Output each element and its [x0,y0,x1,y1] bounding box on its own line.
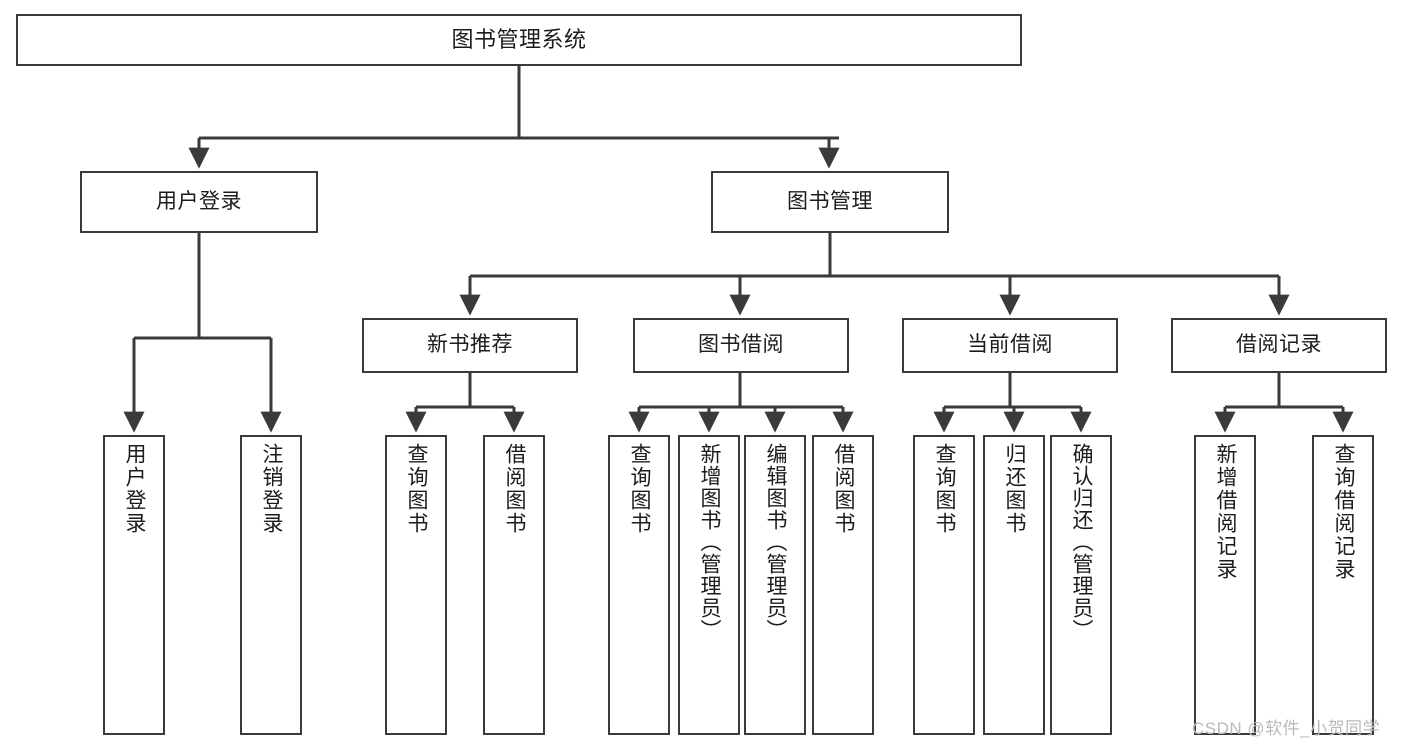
node-leaf-query-book-nb-label: 查询图书 [405,443,429,535]
node-new-book-recommend-label: 新书推荐 [427,333,513,357]
node-leaf-return-book[interactable]: 归还图书 [983,435,1045,735]
node-book-manage-label: 图书管理 [787,189,873,213]
node-leaf-borrow-book-bb-label: 借阅图书 [832,443,856,535]
node-leaf-borrow-book-bb[interactable]: 借阅图书 [812,435,874,735]
node-leaf-query-record[interactable]: 查询借阅记录 [1312,435,1374,735]
node-borrow-record[interactable]: 借阅记录 [1171,318,1387,373]
node-leaf-return-book-label: 归还图书 [1003,443,1027,535]
node-leaf-query-book-cb-label: 查询图书 [933,443,957,535]
node-leaf-borrow-book-nb-label: 借阅图书 [503,443,527,535]
node-book-borrow-label: 图书借阅 [698,333,784,357]
node-leaf-query-book-bb-label: 查询图书 [628,443,652,535]
node-current-borrow-label: 当前借阅 [967,333,1053,357]
node-leaf-query-book-cb[interactable]: 查询图书 [913,435,975,735]
node-borrow-record-label: 借阅记录 [1236,333,1322,357]
node-leaf-add-book[interactable]: 新增图书（管理员） [678,435,740,735]
node-leaf-edit-book[interactable]: 编辑图书（管理员） [744,435,806,735]
node-leaf-borrow-book-nb[interactable]: 借阅图书 [483,435,545,735]
node-current-borrow[interactable]: 当前借阅 [902,318,1118,373]
node-leaf-logout[interactable]: 注销登录 [240,435,302,735]
node-leaf-confirm-return-label: 确认归还（管理员） [1070,443,1094,641]
node-leaf-query-book-nb[interactable]: 查询图书 [385,435,447,735]
node-user-login-label: 用户登录 [156,189,242,213]
node-leaf-add-record[interactable]: 新增借阅记录 [1194,435,1256,735]
node-leaf-query-book-bb[interactable]: 查询图书 [608,435,670,735]
node-user-login[interactable]: 用户登录 [80,171,318,233]
node-leaf-logout-label: 注销登录 [260,443,284,535]
node-root-label: 图书管理系统 [451,27,587,53]
node-leaf-add-record-label: 新增借阅记录 [1214,443,1238,581]
watermark: CSDN @软件_小贺同学 [1192,719,1381,738]
node-leaf-add-book-label: 新增图书（管理员） [698,443,722,641]
node-leaf-confirm-return[interactable]: 确认归还（管理员） [1050,435,1112,735]
node-leaf-query-record-label: 查询借阅记录 [1332,443,1356,581]
node-root[interactable]: 图书管理系统 [16,14,1022,66]
node-leaf-user-login-label: 用户登录 [123,443,147,535]
node-leaf-user-login[interactable]: 用户登录 [103,435,165,735]
node-book-manage[interactable]: 图书管理 [711,171,949,233]
node-new-book-recommend[interactable]: 新书推荐 [362,318,578,373]
node-leaf-edit-book-label: 编辑图书（管理员） [764,443,788,641]
node-book-borrow[interactable]: 图书借阅 [633,318,849,373]
